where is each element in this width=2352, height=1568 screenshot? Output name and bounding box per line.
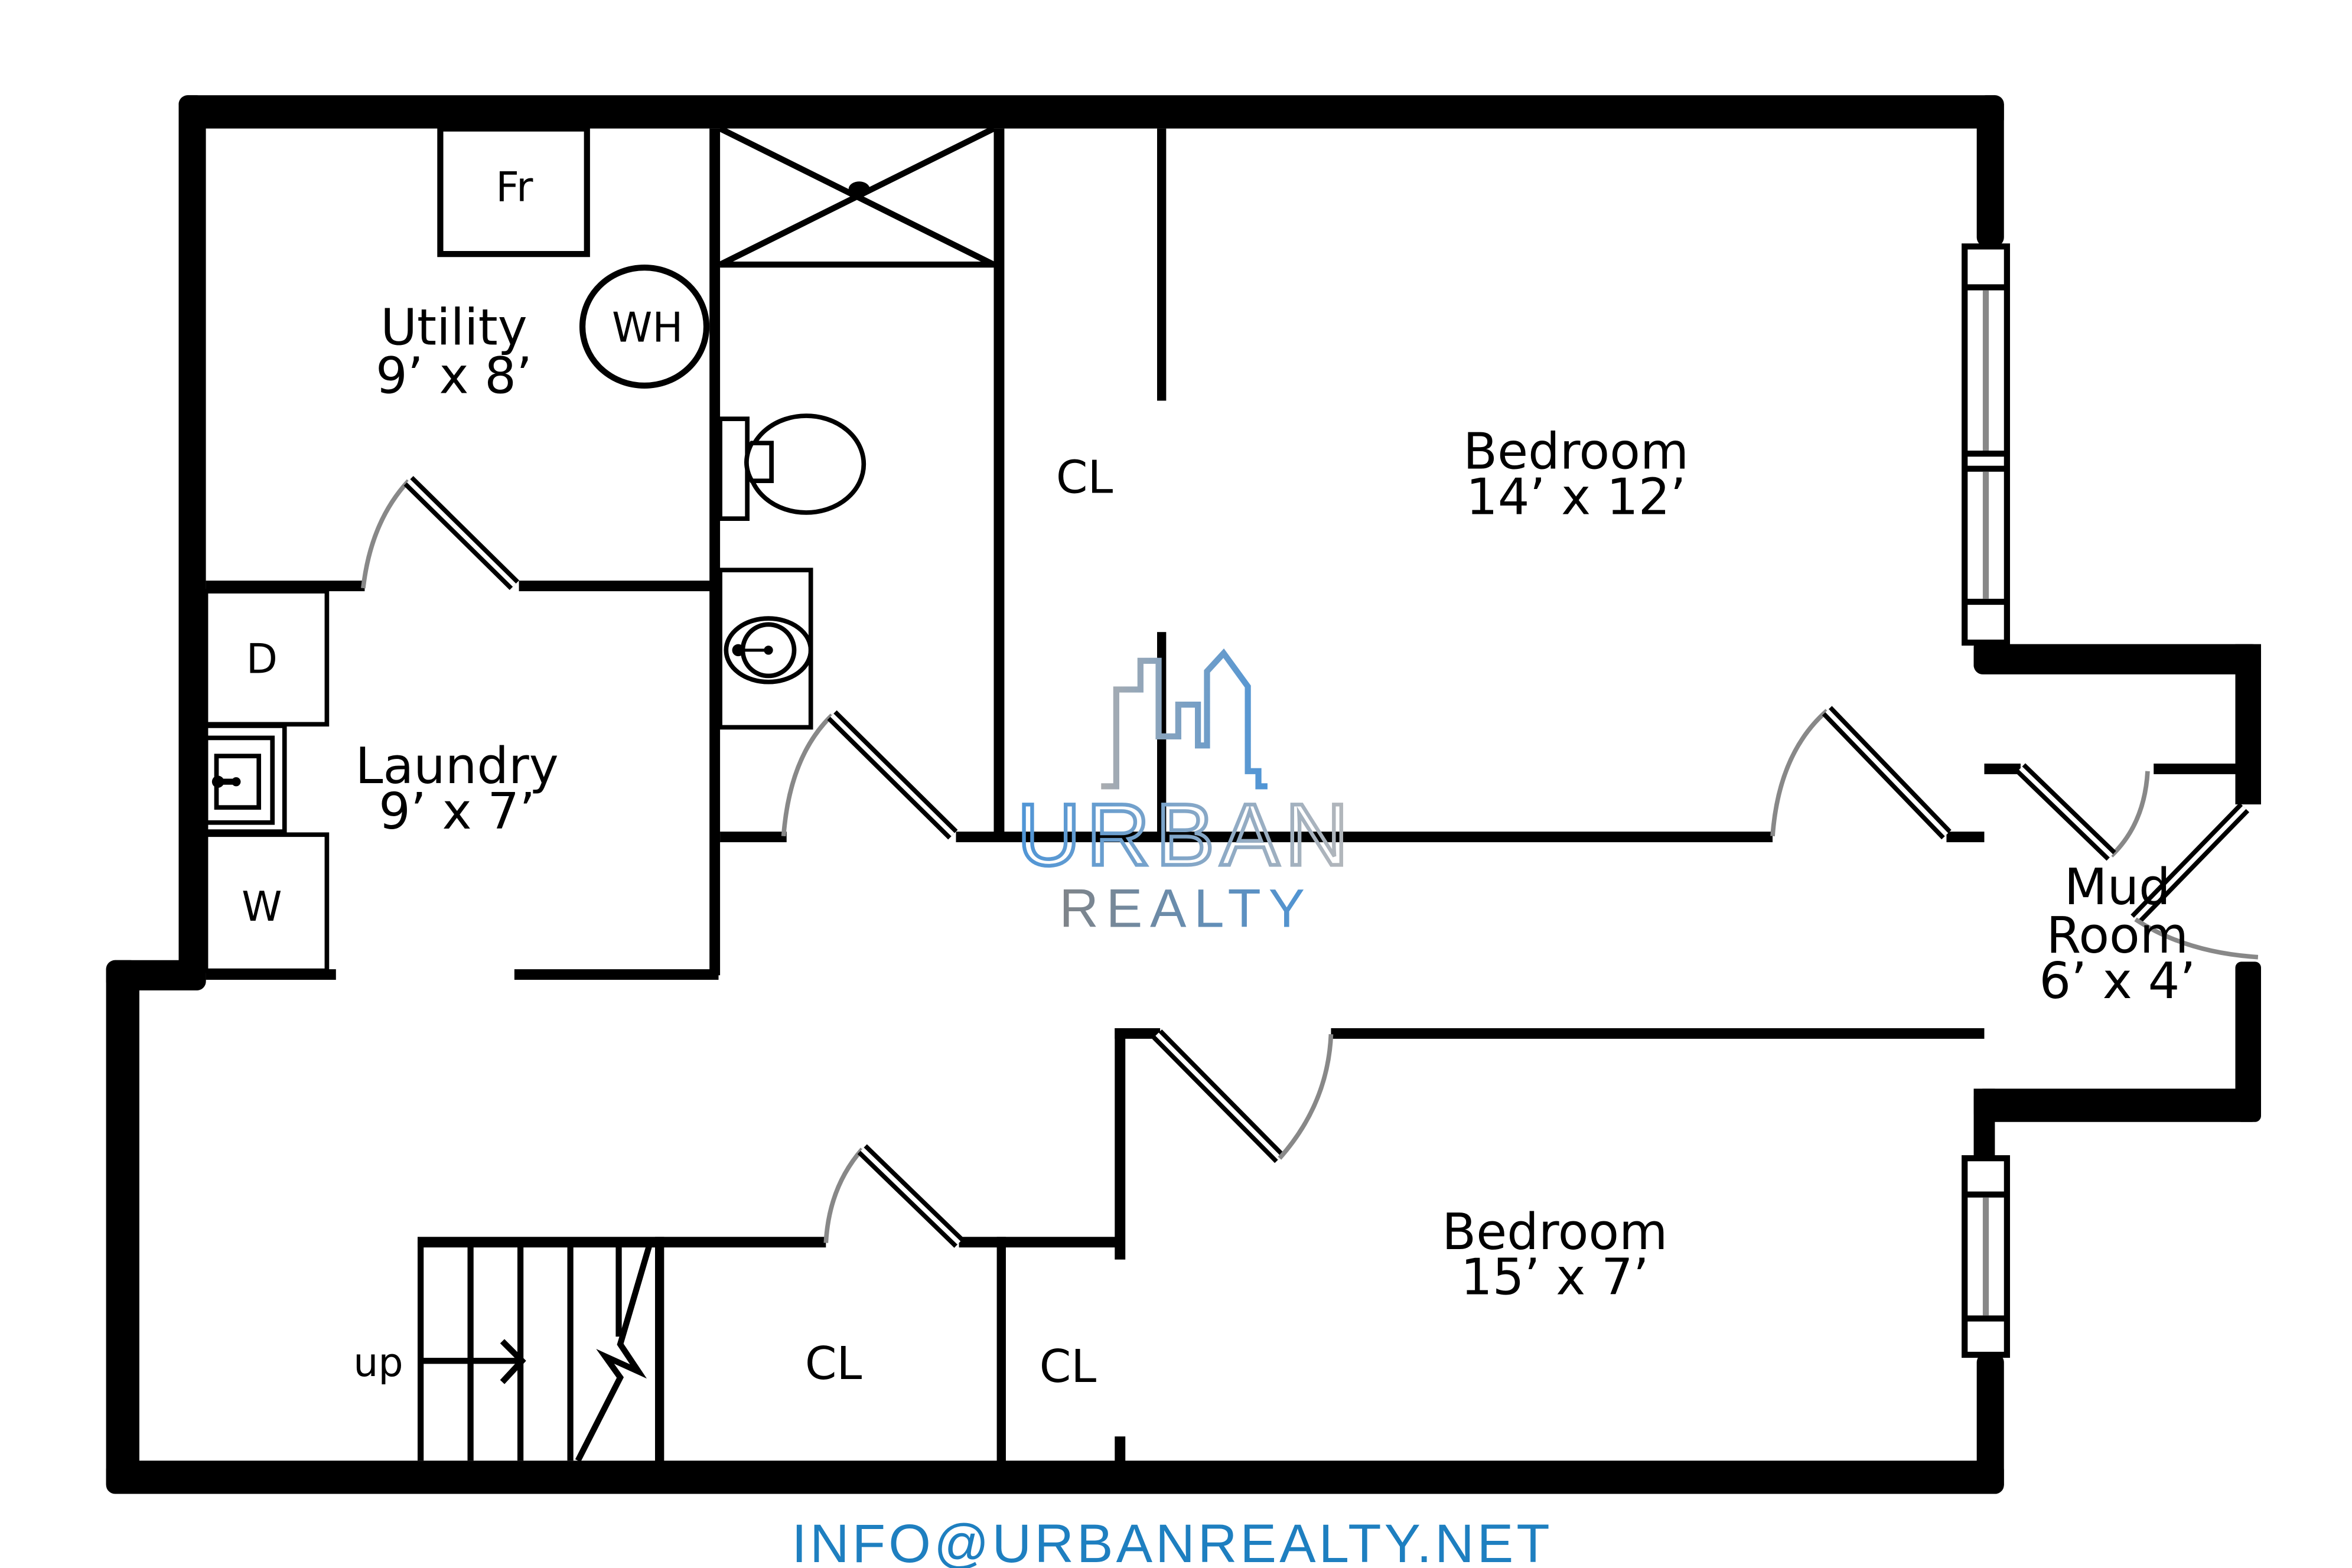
skyline-icon <box>1101 648 1268 790</box>
upper-bedroom-size: 14’ x 12’ <box>1466 468 1686 526</box>
logo-urban-text: URBAN <box>1017 786 1354 884</box>
door-utility <box>361 475 519 591</box>
washer: W <box>203 832 330 973</box>
utility-size: 9’ x 8’ <box>376 347 532 405</box>
staircase <box>418 1240 654 1462</box>
door-bathroom <box>781 710 958 840</box>
stairs-up-label: up <box>353 1339 403 1386</box>
toilet <box>718 413 866 521</box>
window-upper-bedroom <box>1962 243 2010 646</box>
mud-room-name-2: Room <box>2046 907 2188 964</box>
dryer-label: D <box>246 635 278 683</box>
mud-room-size: 6’ x 4’ <box>2039 952 2195 1010</box>
door-upper-bedroom <box>1770 706 1952 840</box>
mud-room-name-1: Mud <box>2064 858 2171 916</box>
door-closet <box>823 1144 964 1248</box>
upper-bedroom-name: Bedroom <box>1463 423 1689 481</box>
water-heater: WH <box>579 265 710 389</box>
shower <box>718 126 995 268</box>
lower-closet-left-label: CL <box>805 1338 862 1390</box>
dryer: D <box>203 589 330 727</box>
washer-label: W <box>242 884 282 931</box>
urban-realty-logo: URBAN REALTY <box>1015 648 1354 938</box>
door-mud-room-inner <box>2015 763 2150 861</box>
freezer-label: Fr <box>496 164 533 211</box>
logo-realty-text: REALTY <box>1059 878 1312 938</box>
utility-name: Utility <box>380 299 527 357</box>
door-mud-room-exterior <box>2131 803 2259 960</box>
window-lower-bedroom <box>1962 1155 2010 1358</box>
laundry-name: Laundry <box>355 737 558 795</box>
water-heater-label: WH <box>612 305 683 352</box>
lower-bedroom-size: 15’ x 7’ <box>1461 1248 1649 1306</box>
bathroom-sink <box>718 568 813 730</box>
laundry-sink <box>203 723 287 834</box>
lower-bedroom-name: Bedroom <box>1442 1203 1667 1261</box>
door-lower-bedroom <box>1152 1029 1334 1163</box>
contact-email[interactable]: INFO@URBANREALTY.NET <box>791 1513 1552 1568</box>
upper-closet-label: CL <box>1056 452 1113 504</box>
lower-closet-right-label: CL <box>1040 1341 1097 1393</box>
freezer: Fr <box>437 125 590 257</box>
exterior-walls <box>106 95 2261 1494</box>
laundry-size: 9’ x 7’ <box>379 783 535 840</box>
